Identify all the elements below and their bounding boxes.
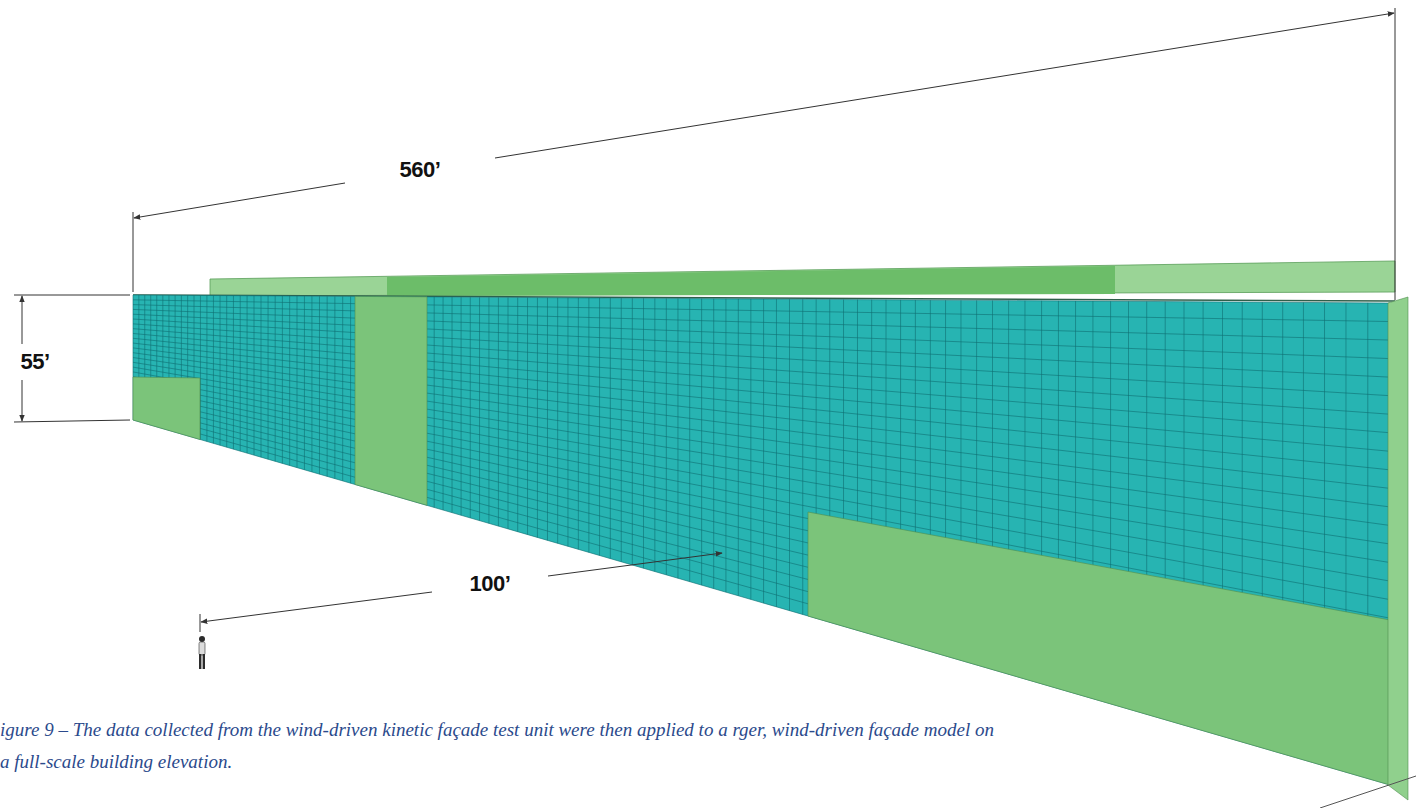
dimension-line <box>201 592 432 622</box>
dimension-line <box>495 13 1394 158</box>
extension-line <box>200 614 201 632</box>
dimension-line <box>22 380 23 421</box>
extension-line <box>14 295 130 296</box>
dimension-label: 55’ <box>16 349 53 375</box>
figure-caption: igure 9 – The data collected from the wi… <box>0 714 1000 778</box>
grid-line <box>133 372 1390 600</box>
extension-line <box>1395 8 1396 300</box>
solid-wall <box>808 512 1390 785</box>
solid-wall <box>355 296 427 505</box>
solid-wall <box>133 377 200 439</box>
grid-line <box>133 343 1390 488</box>
grid-line <box>133 353 1390 526</box>
grid-line <box>133 319 1390 396</box>
extension-line <box>14 420 130 422</box>
dimension-line <box>548 553 722 576</box>
extension-line <box>133 212 134 292</box>
grid-line <box>133 377 1390 618</box>
grid-line <box>133 300 1390 322</box>
end-wall <box>1388 297 1408 800</box>
roof-slab <box>387 266 1115 296</box>
dimension-label: 100’ <box>466 571 515 597</box>
dimension-line <box>22 296 23 344</box>
grid-line <box>133 358 1390 545</box>
grid-line <box>133 324 1390 414</box>
dimension-label: 560’ <box>396 157 445 183</box>
ground-line <box>1320 776 1416 808</box>
grid-line <box>133 314 1390 377</box>
roof-slab <box>210 261 1395 296</box>
grid-line <box>133 295 1390 303</box>
grid-line <box>133 348 1390 507</box>
facade-grid <box>133 295 1390 785</box>
grid-line <box>133 305 1390 340</box>
grid-line <box>133 338 1390 470</box>
facade-face <box>133 295 1390 785</box>
grid-line <box>133 367 1390 581</box>
scale-person <box>199 636 205 669</box>
dimension-line <box>134 183 345 218</box>
grid-line <box>133 329 1390 433</box>
